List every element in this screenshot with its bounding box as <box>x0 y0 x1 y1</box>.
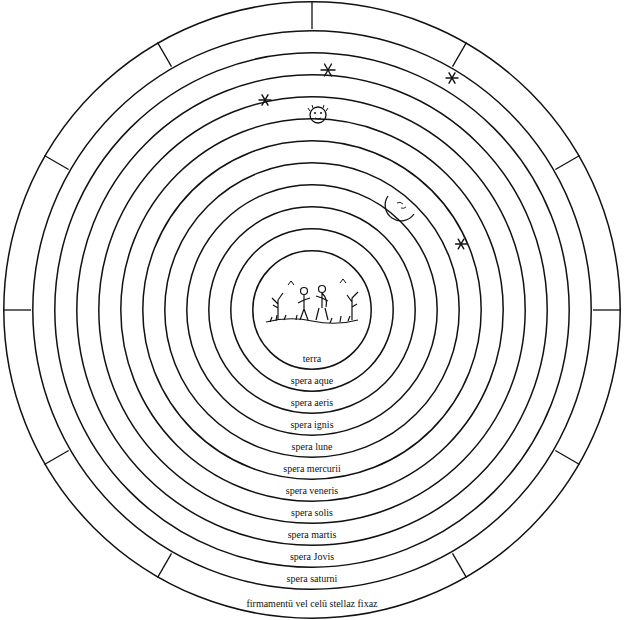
sphere-band: spera lune spera ignis spera aeris spera aq… <box>164 162 460 458</box>
sphere-circle <box>77 75 547 545</box>
sphere-circle <box>55 53 569 567</box>
sphere-circle <box>209 207 415 413</box>
sphere-circle <box>33 31 591 589</box>
sphere-label: spera aque <box>290 376 334 386</box>
sphere-label: spera ignis <box>289 420 334 430</box>
sphere-band: firmamentū vel celū stellaz fixaz spera s… <box>3 1 621 619</box>
sphere-circle <box>231 229 393 391</box>
zodiac-tick <box>311 1 312 29</box>
zodiac-tick <box>44 451 68 465</box>
sphere-circle <box>99 97 525 523</box>
sphere-band: spera aque terra <box>230 228 394 392</box>
sphere-circle <box>253 251 371 369</box>
zodiac-tick <box>44 156 68 170</box>
sphere-band: spera venerisspera mercuriispera lunespe… <box>120 118 504 502</box>
zodiac-tick <box>453 42 467 66</box>
sphere-outline <box>76 74 548 546</box>
earth-scene <box>266 279 358 323</box>
sphere-band: spera ignis spera aeris spera aque terra <box>186 184 438 436</box>
sphere-outline <box>98 96 526 524</box>
sphere-label: spera veneris <box>285 486 339 496</box>
sphere-label: spera aeris <box>290 398 334 408</box>
sphere-band: spera Jovisspera martisspera solisspera … <box>54 52 570 568</box>
sphere-outline <box>252 250 372 370</box>
sphere-outline <box>32 30 592 590</box>
sun-face <box>308 105 328 123</box>
earth-disk: terra <box>252 250 372 370</box>
zodiac-tick <box>555 451 579 465</box>
sphere-outline <box>230 228 394 392</box>
sphere-circle <box>187 185 437 435</box>
sphere-band: spera solis spera veneris spera mercurii sp… <box>98 96 526 524</box>
planet-stars <box>259 64 467 249</box>
sphere-circle <box>4 2 620 618</box>
sphere-label: spera Jovis <box>289 552 335 562</box>
zodiac-tick <box>158 42 172 66</box>
sphere-band: spera mercuriispera lunespera ignisspera… <box>142 140 482 480</box>
sphere-band: spera aeris spera aque terra <box>208 206 416 414</box>
sphere-label: spera saturni <box>286 574 339 584</box>
zodiac-tick <box>555 156 579 170</box>
zodiac-tick <box>3 309 31 310</box>
star-symbol <box>321 64 335 76</box>
sphere-circle <box>143 141 481 479</box>
sphere-label: spera martis <box>287 530 338 540</box>
sphere-band: spera martisspera solisspera venerissper… <box>76 74 548 546</box>
sphere-label: terra <box>302 354 322 364</box>
star-symbol <box>456 239 467 249</box>
sphere-label: spera solis <box>290 508 334 518</box>
sphere-label: spera lune <box>291 442 334 452</box>
star-symbol <box>446 73 458 83</box>
sphere-label: firmamentū vel celū stellaz fixaz <box>245 599 378 609</box>
zodiac-ticks <box>3 1 621 578</box>
sphere-circle <box>165 163 459 457</box>
zodiac-tick <box>453 553 467 577</box>
sphere-circle <box>121 119 503 501</box>
zodiac-tick <box>593 309 621 310</box>
sphere-label: spera mercurii <box>282 464 341 474</box>
zodiac-tick <box>158 553 172 577</box>
sphere-outline <box>3 1 621 619</box>
sphere-band: spera saturni spera Jovis spera martis sper… <box>32 30 592 590</box>
